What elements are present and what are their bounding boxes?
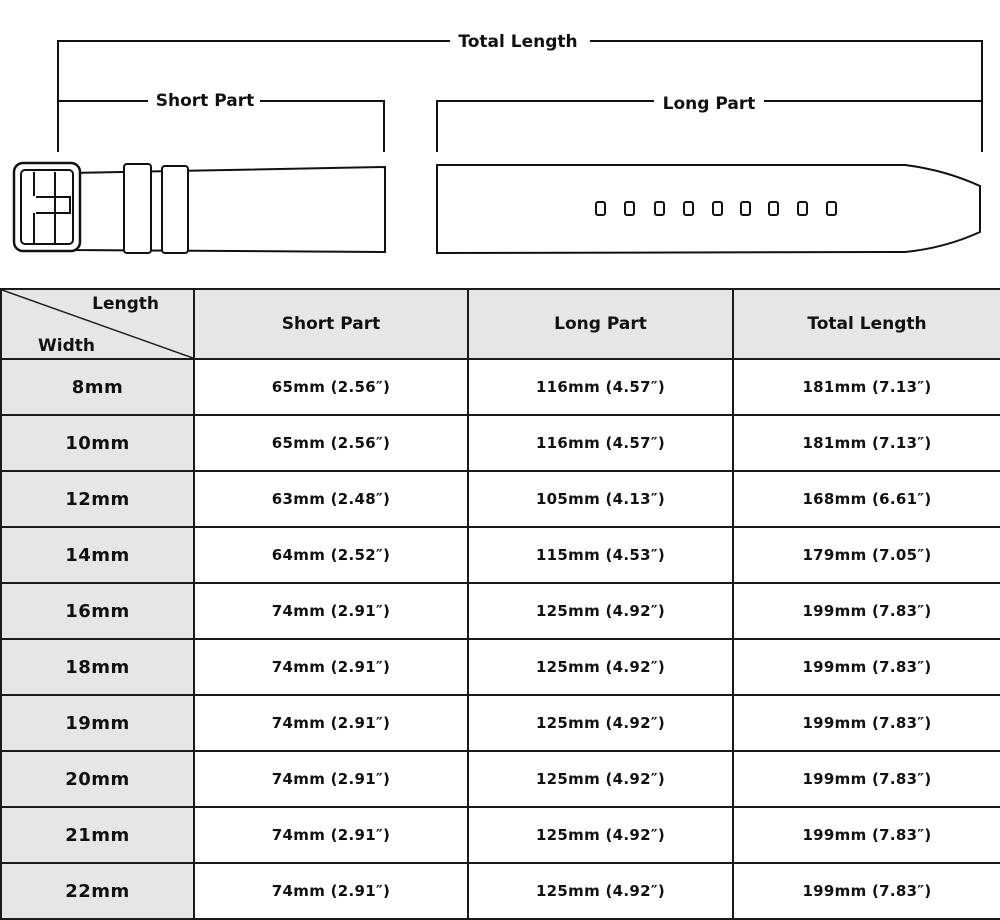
long-part-label: Long Part [663, 94, 756, 114]
width-cell: 16mm [0, 582, 195, 640]
table-row: 18mm 74mm (2.91″) 125mm (4.92″) 199mm (7… [0, 638, 1000, 696]
table-row: 14mm 64mm (2.52″) 115mm (4.53″) 179mm (7… [0, 526, 1000, 584]
long-cell: 116mm (4.57″) [467, 414, 734, 472]
total-cell: 199mm (7.83″) [732, 582, 1000, 640]
width-cell: 14mm [0, 526, 195, 584]
short-cell: 74mm (2.91″) [193, 750, 469, 808]
width-cell: 21mm [0, 806, 195, 864]
long-cell: 116mm (4.57″) [467, 358, 734, 416]
long-cell: 125mm (4.92″) [467, 750, 734, 808]
long-cell: 125mm (4.92″) [467, 806, 734, 864]
table-row: 22mm 74mm (2.91″) 125mm (4.92″) 199mm (7… [0, 862, 1000, 920]
total-cell: 168mm (6.61″) [732, 470, 1000, 528]
total-cell: 179mm (7.05″) [732, 526, 1000, 584]
short-cell: 74mm (2.91″) [193, 806, 469, 864]
table-row: 19mm 74mm (2.91″) 125mm (4.92″) 199mm (7… [0, 694, 1000, 752]
short-cell: 74mm (2.91″) [193, 862, 469, 920]
width-cell: 19mm [0, 694, 195, 752]
total-cell: 181mm (7.13″) [732, 358, 1000, 416]
long-cell: 115mm (4.53″) [467, 526, 734, 584]
long-cell: 125mm (4.92″) [467, 862, 734, 920]
long-cell: 125mm (4.92″) [467, 638, 734, 696]
strap-keeper-2 [161, 165, 189, 254]
width-cell: 18mm [0, 638, 195, 696]
width-cell: 22mm [0, 862, 195, 920]
total-cell: 181mm (7.13″) [732, 414, 1000, 472]
short-part-label: Short Part [156, 91, 254, 111]
total-cell: 199mm (7.83″) [732, 638, 1000, 696]
width-cell: 10mm [0, 414, 195, 472]
strap-holes [595, 201, 837, 216]
short-cell: 65mm (2.56″) [193, 414, 469, 472]
short-cell: 74mm (2.91″) [193, 582, 469, 640]
long-strap-body [436, 164, 981, 255]
total-cell: 199mm (7.83″) [732, 750, 1000, 808]
table-header-row: Length Width Short Part Long Part Total … [0, 288, 1000, 360]
table-row: 20mm 74mm (2.91″) 125mm (4.92″) 199mm (7… [0, 750, 1000, 808]
table-row: 16mm 74mm (2.91″) 125mm (4.92″) 199mm (7… [0, 582, 1000, 640]
header-short-part: Short Part [193, 288, 469, 360]
long-cell: 105mm (4.13″) [467, 470, 734, 528]
short-cell: 74mm (2.91″) [193, 638, 469, 696]
corner-width-label: Width [38, 336, 95, 356]
size-chart-table: Length Width Short Part Long Part Total … [0, 288, 1000, 920]
header-total-length: Total Length [732, 288, 1000, 360]
long-part-bracket [436, 100, 983, 152]
total-length-label: Total Length [458, 32, 577, 52]
short-part-bracket [57, 100, 385, 152]
long-cell: 125mm (4.92″) [467, 582, 734, 640]
strap-keeper-1 [123, 163, 152, 254]
corner-cell: Length Width [0, 288, 195, 360]
long-cell: 125mm (4.92″) [467, 694, 734, 752]
corner-length-label: Length [92, 294, 159, 314]
strap-diagram: Total Length Short Part Long Part [12, 32, 983, 255]
short-cell: 63mm (2.48″) [193, 470, 469, 528]
table-row: 10mm 65mm (2.56″) 116mm (4.57″) 181mm (7… [0, 414, 1000, 472]
short-strap-with-buckle [12, 161, 386, 254]
width-cell: 8mm [0, 358, 195, 416]
short-cell: 65mm (2.56″) [193, 358, 469, 416]
long-strap [436, 164, 981, 255]
short-strap-body [69, 165, 386, 254]
header-long-part: Long Part [467, 288, 734, 360]
width-cell: 20mm [0, 750, 195, 808]
width-cell: 12mm [0, 470, 195, 528]
table-row: 12mm 63mm (2.48″) 105mm (4.13″) 168mm (6… [0, 470, 1000, 528]
table-row: 8mm 65mm (2.56″) 116mm (4.57″) 181mm (7.… [0, 358, 1000, 416]
total-cell: 199mm (7.83″) [732, 806, 1000, 864]
short-cell: 74mm (2.91″) [193, 694, 469, 752]
table-row: 21mm 74mm (2.91″) 125mm (4.92″) 199mm (7… [0, 806, 1000, 864]
short-cell: 64mm (2.52″) [193, 526, 469, 584]
buckle-prong [33, 172, 71, 244]
total-cell: 199mm (7.83″) [732, 694, 1000, 752]
total-cell: 199mm (7.83″) [732, 862, 1000, 920]
